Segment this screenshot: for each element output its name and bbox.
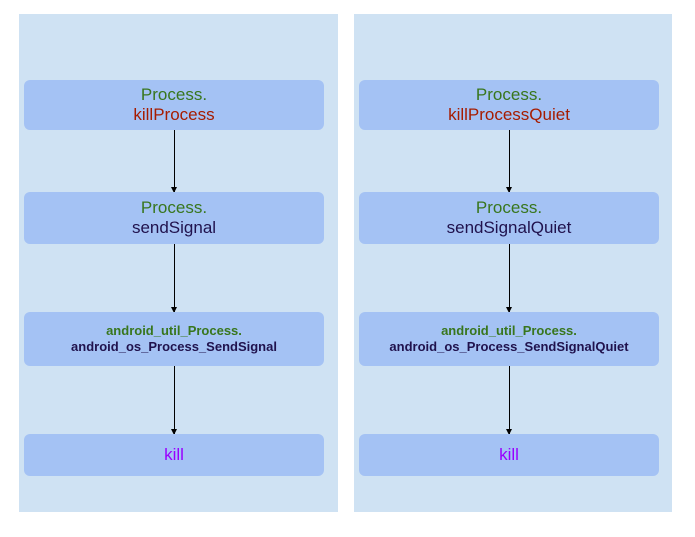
node-class-label: android_util_Process. <box>106 323 242 339</box>
sendsignal-node: Process. sendSignal <box>24 192 324 244</box>
node-class-label: Process. <box>475 197 543 217</box>
flow-arrow <box>506 366 512 435</box>
node-class-label: Process. <box>475 84 543 104</box>
flow-arrow <box>171 130 177 193</box>
flow-arrow <box>506 130 512 193</box>
flow-arrow <box>171 366 177 435</box>
kill-node: kill <box>359 434 659 476</box>
flow-arrow <box>506 244 512 313</box>
node-method-label: android_os_Process_SendSignalQuiet <box>389 339 629 354</box>
sendsignalquiet-node: Process. sendSignalQuiet <box>359 192 659 244</box>
left-flow-panel: Process. killProcess Process. sendSignal… <box>19 14 338 512</box>
node-method-label: killProcessQuiet <box>448 105 570 124</box>
node-method-label: android_os_Process_SendSignal <box>71 339 277 354</box>
node-class-label: android_util_Process. <box>441 323 577 339</box>
right-flow-panel: Process. killProcessQuiet Process. sendS… <box>354 14 672 512</box>
node-class-label: Process. <box>140 84 208 104</box>
node-class-label: Process. <box>140 197 208 217</box>
node-method-label: sendSignalQuiet <box>446 218 572 237</box>
killprocessquiet-node: Process. killProcessQuiet <box>359 80 659 130</box>
node-syscall-label: kill <box>164 444 184 464</box>
killprocess-node: Process. killProcess <box>24 80 324 130</box>
native-sendsignalquiet-node: android_util_Process. android_os_Process… <box>359 312 659 366</box>
node-syscall-label: kill <box>499 444 519 464</box>
flow-arrow <box>171 244 177 313</box>
kill-node: kill <box>24 434 324 476</box>
node-method-label: sendSignal <box>131 218 217 237</box>
native-sendsignal-node: android_util_Process. android_os_Process… <box>24 312 324 366</box>
node-method-label: killProcess <box>133 105 215 124</box>
